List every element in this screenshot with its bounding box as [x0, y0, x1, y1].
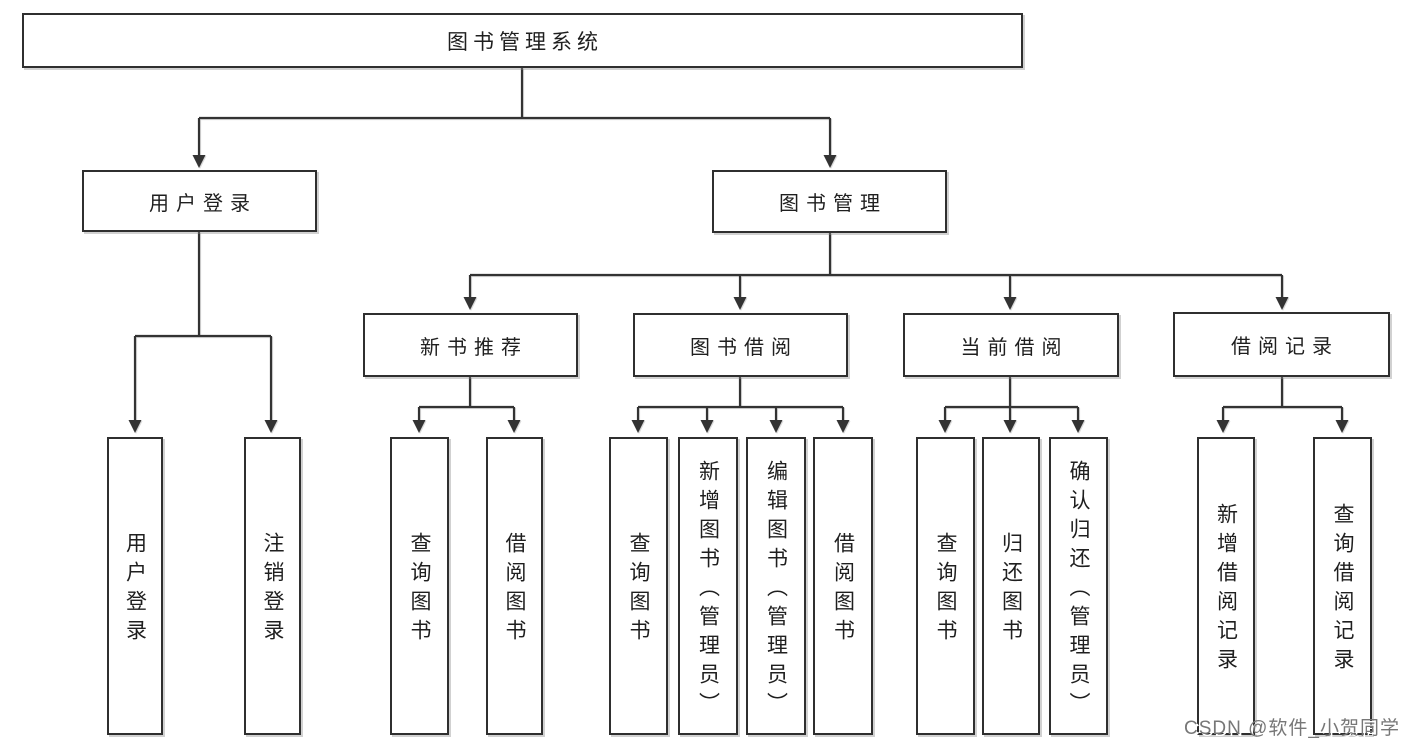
node-label: 查询图书 [627, 532, 650, 648]
node-label: 借阅记录 [1231, 336, 1339, 358]
leaf-br-query-record: 查询借阅记录 [1313, 437, 1372, 735]
node-label: 注销登录 [261, 532, 284, 648]
node-label: 用户登录 [149, 192, 257, 215]
node-book-borrowing: 图书借阅 [633, 313, 848, 377]
node-label: 归还图书 [999, 532, 1023, 648]
node-label: 用户登录 [123, 532, 147, 648]
node-borrowing-records: 借阅记录 [1173, 312, 1390, 377]
node-label: 查询图书 [934, 532, 957, 648]
node-label: 确认归还（管理员） [1067, 459, 1090, 721]
connector-skeleton [135, 68, 1342, 409]
node-label: 图书管理 [779, 193, 887, 215]
leaf-bb-query-books: 查询图书 [609, 437, 668, 735]
leaf-bb-edit-books: 编辑图书（管理员） [746, 437, 806, 735]
node-label: 查询借阅记录 [1331, 503, 1354, 677]
leaf-nb-borrow-books: 借阅图书 [486, 437, 543, 735]
leaf-cb-confirm-return: 确认归还（管理员） [1049, 437, 1108, 735]
node-label: 新增借阅记录 [1214, 503, 1238, 677]
node-label: 图书管理系统 [447, 30, 603, 54]
leaf-user-login: 用户登录 [107, 437, 163, 735]
node-label: 图书借阅 [690, 336, 798, 359]
node-label: 当前借阅 [960, 336, 1069, 359]
node-label: 借阅图书 [503, 532, 526, 648]
leaf-nb-query-books: 查询图书 [390, 437, 449, 735]
node-root: 图书管理系统 [22, 13, 1023, 68]
leaf-logout: 注销登录 [244, 437, 301, 735]
leaf-br-add-record: 新增借阅记录 [1197, 437, 1255, 735]
node-label: 查询图书 [408, 532, 431, 648]
leaf-cb-return-books: 归还图书 [982, 437, 1040, 735]
node-label: 编辑图书（管理员） [764, 459, 788, 721]
leaf-bb-borrow-books: 借阅图书 [813, 437, 873, 735]
leaf-bb-add-books: 新增图书（管理员） [678, 437, 738, 735]
node-new-book-recommend: 新书推荐 [363, 313, 578, 377]
node-label: 借阅图书 [831, 532, 855, 648]
node-label: 新增图书（管理员） [696, 459, 720, 721]
node-label: 新书推荐 [420, 336, 528, 359]
node-current-borrowing: 当前借阅 [903, 313, 1119, 377]
node-book-management: 图书管理 [712, 170, 947, 233]
node-user-login: 用户登录 [82, 170, 317, 232]
leaf-cb-query-books: 查询图书 [916, 437, 975, 735]
